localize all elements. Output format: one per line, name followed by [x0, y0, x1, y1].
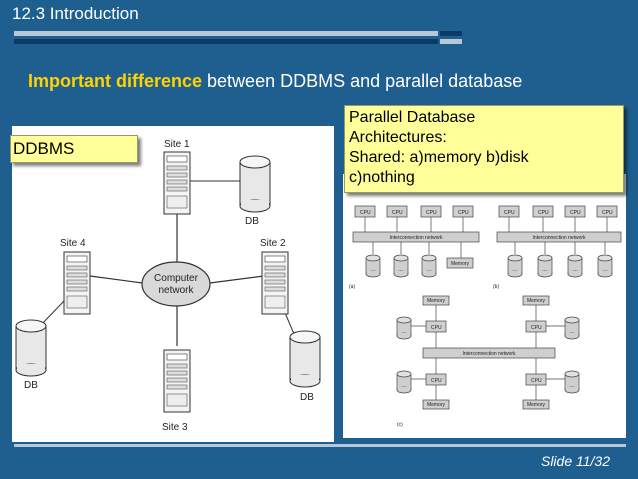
link-db4	[39, 300, 65, 327]
parallel-line-2: Architectures:	[349, 129, 447, 146]
arch-c-label: (c)	[397, 422, 403, 428]
heading-rest: between DDBMS and parallel database	[202, 71, 523, 91]
site-1-label: Site 1	[164, 139, 190, 150]
memory-label: Memory	[451, 261, 470, 267]
link-site2	[201, 275, 265, 285]
site-2-label: Site 2	[260, 238, 286, 249]
parallel-line-1: Parallel Database	[349, 109, 476, 126]
site-1-db-label: DB	[245, 216, 259, 227]
ddbms-figure: Computer network Site 1 DB Site 2 DB Sit…	[12, 126, 334, 442]
parallel-figure: CPU CPU CPU CPU Interconnection network …	[343, 174, 626, 438]
site-4-label: Site 4	[60, 238, 86, 249]
cpu-label: CPU	[458, 210, 469, 216]
arch-c-shared-nothing: Memory CPU Memory CPU Interconnection ne…	[396, 295, 580, 428]
link-site4	[89, 275, 151, 285]
site-4-server	[63, 251, 91, 315]
slide-number: Slide 11/32	[540, 453, 610, 469]
cpu-label: CPU	[531, 325, 542, 331]
computer-network-cloud	[141, 261, 211, 307]
network-label-2: network	[158, 285, 194, 296]
cpu-label: CPU	[431, 378, 442, 384]
slide-title: 12.3 Introduction	[12, 4, 139, 23]
heading-emphasis: Important difference	[28, 71, 203, 91]
interconnect-label: Interconnection network	[389, 235, 443, 241]
cpu-label: CPU	[504, 210, 515, 216]
site-2-server	[261, 251, 289, 315]
arch-b-label: (b)	[493, 284, 499, 290]
parallel-line-4: c)nothing	[349, 169, 415, 186]
parallel-line-3: Shared: a)memory b)disk	[349, 149, 529, 166]
cpu-label: CPU	[426, 210, 437, 216]
arch-b-shared-disk: CPU CPU CPU CPU Interconnection network …	[493, 205, 622, 290]
cpu-label: CPU	[431, 325, 442, 331]
slide-heading: Important difference between DDBMS and p…	[28, 71, 522, 92]
cpu-label: CPU	[570, 210, 581, 216]
memory-label: Memory	[427, 298, 446, 304]
cpu-label: CPU	[538, 210, 549, 216]
site-2-db-label: DB	[300, 392, 314, 403]
title-rule-bottom-accent	[440, 39, 462, 44]
title-rule-top	[14, 31, 438, 36]
interconnect-label: Interconnection network	[532, 235, 586, 241]
interconnect-label: Interconnection network	[462, 351, 516, 357]
cpu-label: CPU	[531, 378, 542, 384]
arch-a-shared-memory: CPU CPU CPU CPU Interconnection network …	[349, 205, 480, 290]
site-1-server	[163, 151, 191, 215]
cpu-label: CPU	[360, 210, 371, 216]
memory-label: Memory	[527, 402, 546, 408]
parallel-callout: Parallel Database Architectures: Shared:…	[344, 105, 624, 193]
memory-label: Memory	[427, 402, 446, 408]
ddbms-callout: DDBMS	[10, 135, 138, 163]
title-rule-top-accent	[440, 31, 462, 36]
site-4-db	[15, 319, 47, 377]
site-1-db	[239, 155, 271, 213]
footer-rule	[14, 444, 626, 447]
memory-label: Memory	[527, 298, 546, 304]
cpu-label: CPU	[392, 210, 403, 216]
site-3-label: Site 3	[162, 422, 188, 433]
site-3-server	[163, 349, 191, 413]
site-2-db	[289, 330, 321, 388]
network-label-1: Computer	[154, 273, 199, 284]
cpu-label: CPU	[602, 210, 613, 216]
site-4-db-label: DB	[24, 380, 38, 391]
arch-a-label: (a)	[349, 284, 355, 290]
title-rule-bottom	[14, 39, 438, 44]
